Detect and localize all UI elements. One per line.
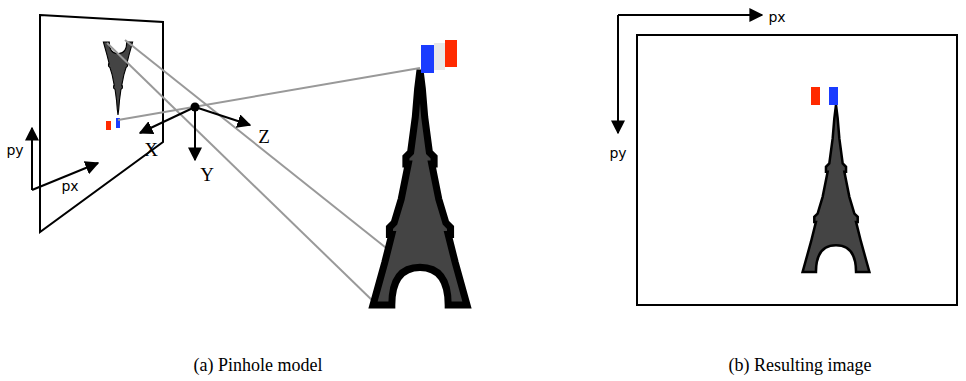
subcaption: (b) Resulting image: [729, 356, 872, 374]
flag: [421, 45, 434, 73]
image-axes: [618, 15, 762, 133]
pinhole: [191, 103, 200, 112]
image-flag: [811, 87, 820, 105]
axis-label: px: [768, 10, 785, 24]
subcaption: (a) Pinhole model: [194, 356, 323, 374]
camera-axes: [140, 107, 250, 160]
image-tower: [803, 105, 870, 272]
axis-label: px: [61, 179, 78, 193]
axis-label: py: [609, 146, 626, 160]
axis-label: Z: [258, 127, 270, 146]
image-flag: [829, 87, 838, 105]
image-frame: [637, 35, 957, 305]
axis-label: py: [6, 143, 23, 157]
projected-flag: [106, 121, 111, 130]
image-plane: [40, 15, 163, 232]
axis-label: X: [144, 140, 158, 159]
projection-rays: [107, 40, 420, 304]
flag: [434, 43, 445, 70]
axis-label: Y: [200, 165, 214, 184]
eiffel-tower: [373, 70, 467, 305]
flag: [445, 40, 457, 67]
